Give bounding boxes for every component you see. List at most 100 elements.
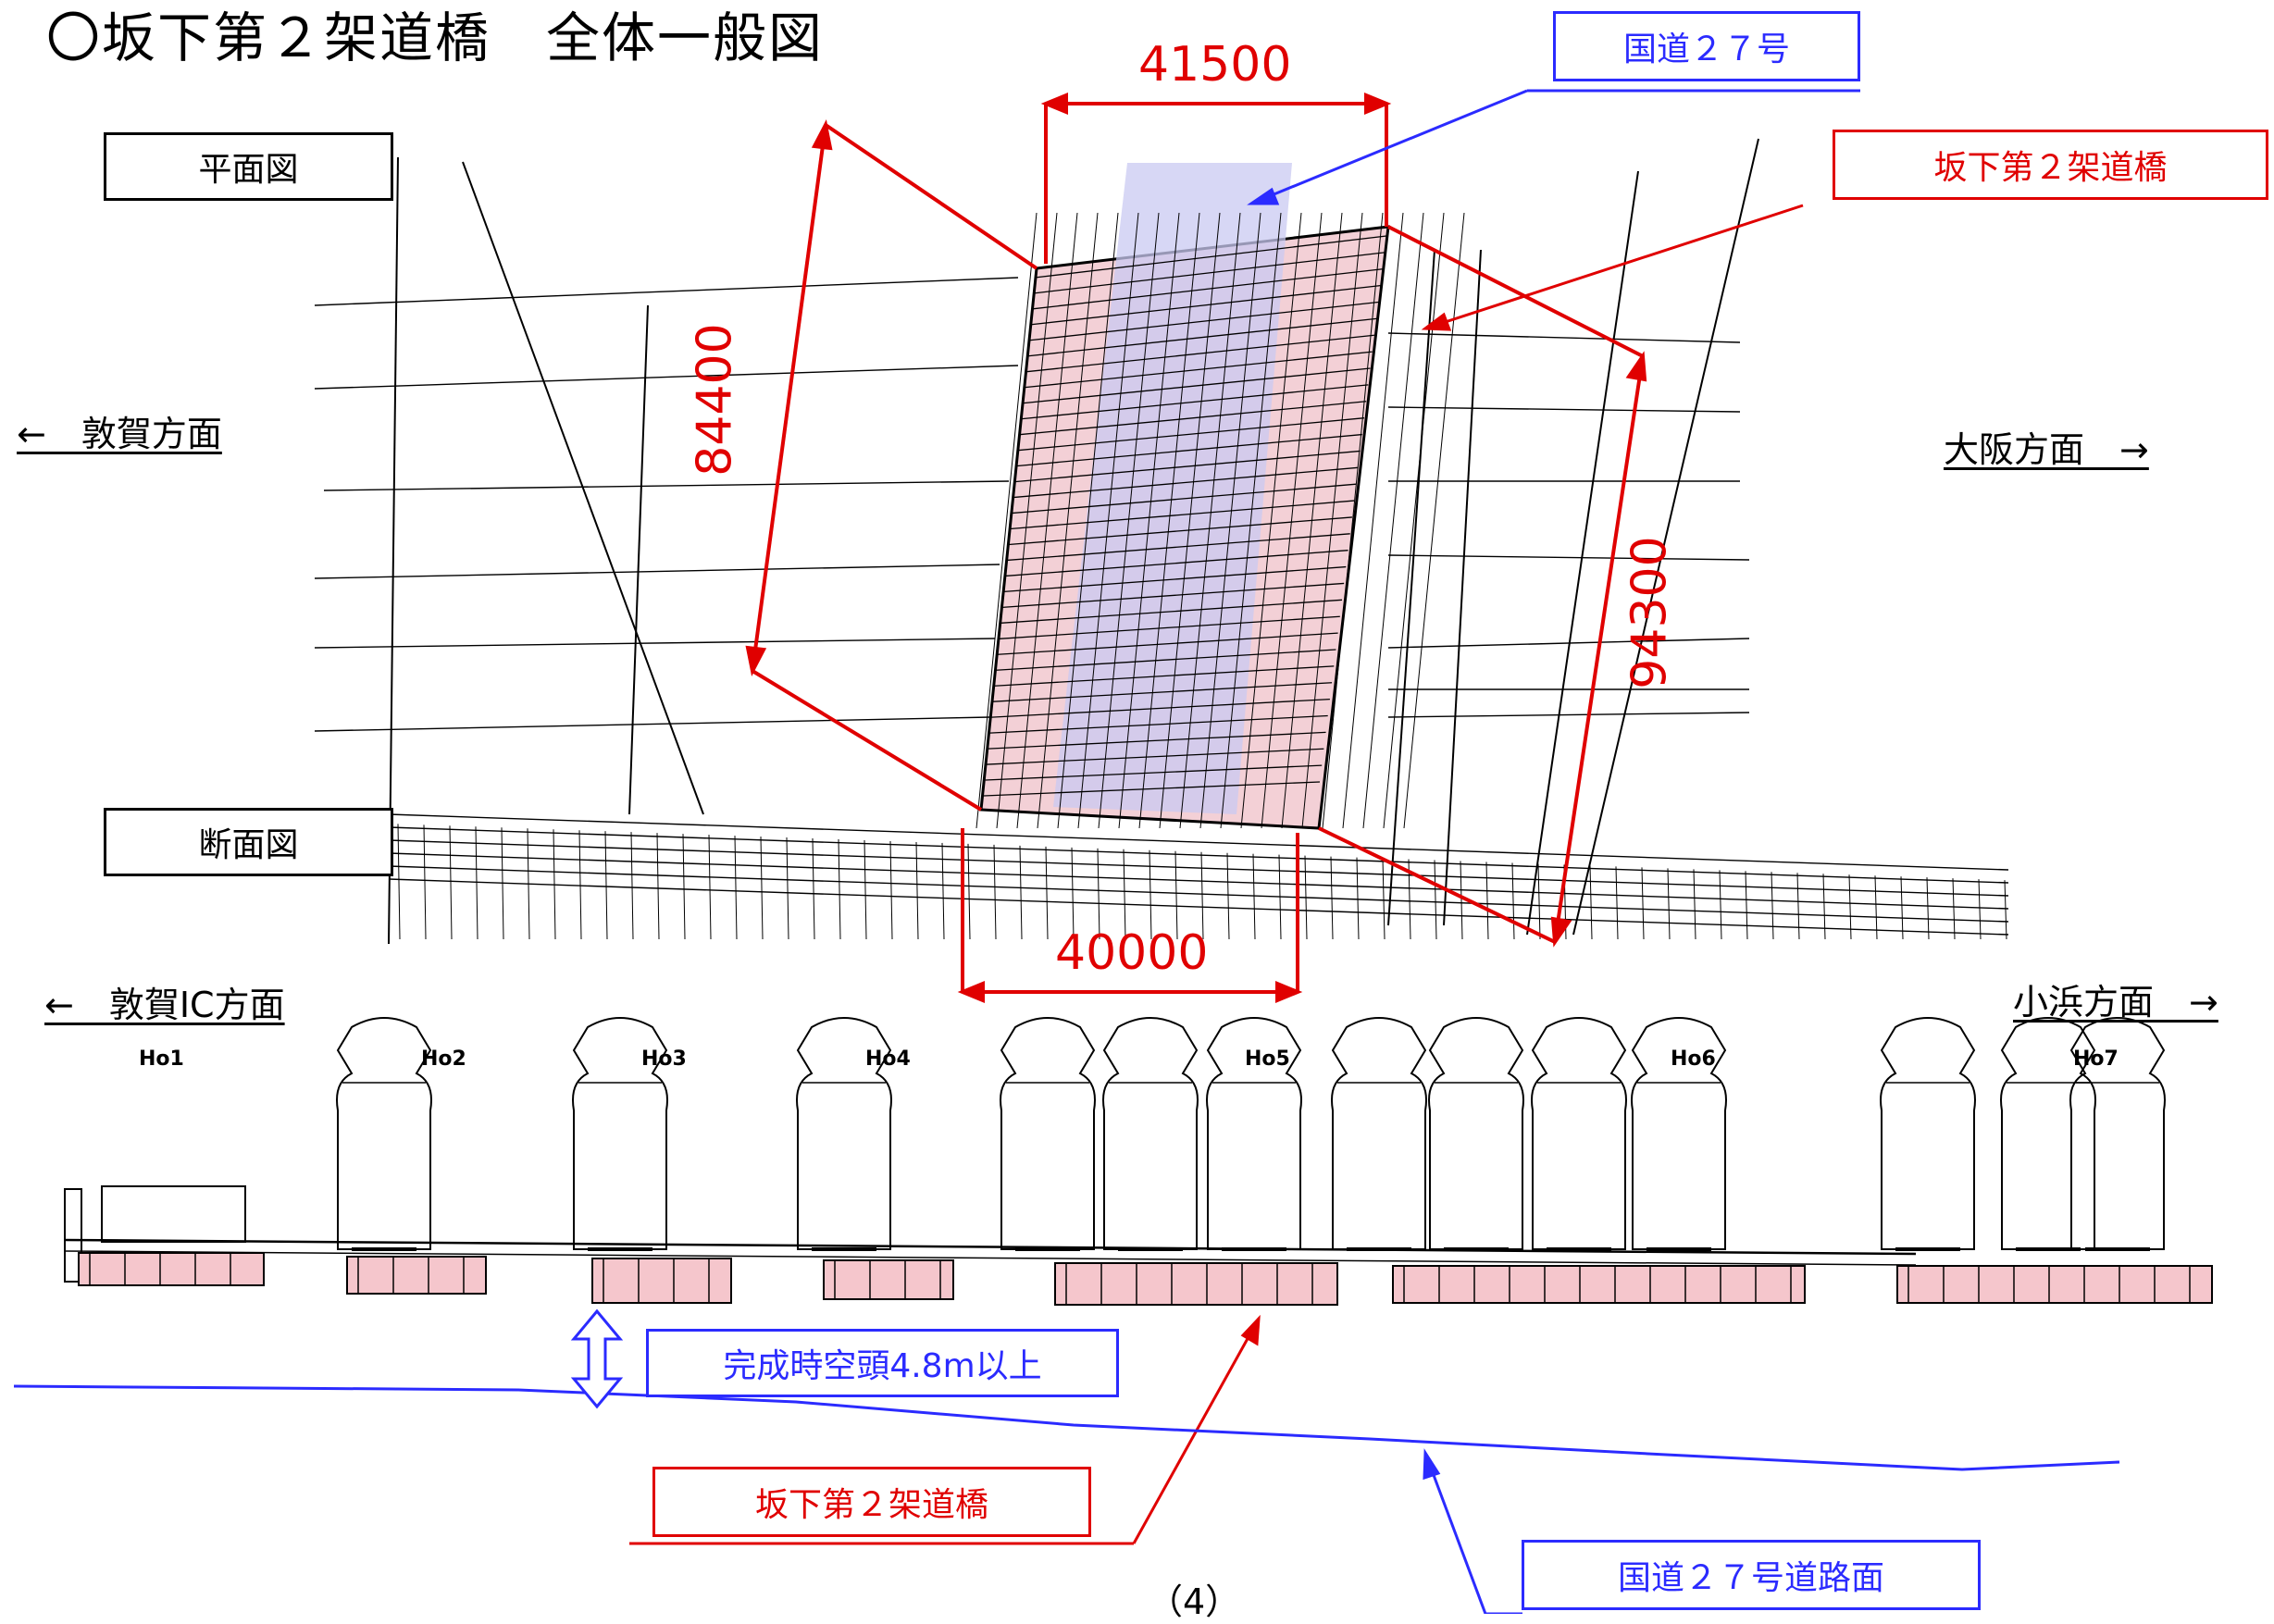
tie-line (1822, 874, 1826, 940)
plan-line (314, 716, 991, 732)
direction-plan-left: ← 敦賀方面 (17, 405, 222, 456)
tie-line (734, 836, 738, 940)
tie-line (915, 841, 919, 940)
train-car-profile (1000, 1017, 1096, 1250)
tie-line (1019, 845, 1023, 940)
tie-line (475, 826, 478, 940)
plan-line (1387, 712, 1750, 718)
girder-block (1896, 1265, 2213, 1304)
longitudinal-line (1322, 212, 1384, 829)
tie-line (1304, 855, 1308, 940)
tie-line (553, 829, 556, 940)
longitudinal-line (1220, 212, 1282, 829)
route27-surface-callout: 国道２７号道路面 (1522, 1540, 1981, 1610)
tie-line (1434, 860, 1437, 940)
clearance-double-arrow (570, 1308, 624, 1409)
track-label-ho6: Ho6 (1671, 1048, 1716, 1071)
road-surface-profile (13, 1384, 2120, 1471)
longitudinal-line (996, 212, 1058, 829)
track-label-ho3: Ho3 (641, 1048, 687, 1071)
tie-line (786, 837, 789, 940)
tie-line (1667, 868, 1671, 940)
bridge-plan-leader (1421, 204, 1804, 331)
longitudinal-line (1057, 212, 1119, 829)
track-line (1017, 417, 1365, 452)
section-deck-line (64, 1250, 1917, 1266)
tie-line (1771, 872, 1774, 940)
tie-line (1978, 879, 1982, 940)
track-line (1020, 384, 1369, 420)
direction-section-right: 小浜方面 → (2013, 973, 2218, 1024)
girder-block (346, 1256, 487, 1295)
track-line (1029, 284, 1381, 326)
tie-line (1719, 870, 1722, 940)
tie-line (1900, 876, 1904, 940)
tie-line (1252, 853, 1256, 940)
track-line (1034, 235, 1387, 279)
tie-line (604, 831, 608, 940)
track-line (983, 781, 1321, 797)
track-line (1028, 301, 1379, 341)
longitudinal-line (1403, 212, 1465, 829)
bridge-section-callout-text: 坂下第２架道橋 (754, 1486, 988, 1524)
train-car-profile (1631, 1017, 1727, 1250)
tie-line (708, 835, 712, 940)
track-line (988, 731, 1326, 750)
tie-line (1796, 873, 1800, 940)
track-line (1019, 401, 1367, 436)
track-line (1025, 334, 1374, 373)
longitudinal-line (1240, 212, 1302, 829)
route27-leader (1247, 89, 1860, 205)
train-car-profile (2000, 1017, 2096, 1250)
tie-line (1693, 869, 1696, 940)
tie-line (1278, 854, 1282, 940)
tie-line (1149, 849, 1152, 940)
track-label-ho5: Ho5 (1245, 1048, 1290, 1071)
track-line (989, 714, 1328, 734)
lower-track-line (388, 878, 2009, 936)
abutment-left (64, 1188, 82, 1283)
tie-line (812, 838, 815, 940)
track-line (1026, 317, 1377, 357)
girder-block (823, 1259, 954, 1300)
tie-line (656, 833, 660, 940)
plan-line (314, 277, 1019, 306)
tie-line (1745, 871, 1748, 940)
direction-plan-right-text: 大阪方面 → (1944, 429, 2149, 470)
longitudinal-line (1301, 212, 1363, 829)
tie-line (1485, 862, 1489, 940)
longitudinal-line (1179, 212, 1241, 829)
longitudinal-line (1261, 212, 1323, 829)
bridge-section-callout: 坂下第２架道橋 (652, 1467, 1091, 1537)
girder-block (1392, 1265, 1806, 1304)
route27-surface-callout-text: 国道２７号道路面 (1617, 1559, 1884, 1597)
longitudinal-line (1098, 212, 1160, 829)
plan-line (314, 638, 996, 649)
longitudinal-line (1281, 212, 1343, 829)
train-car-profile (1531, 1017, 1627, 1250)
train-car-profile (796, 1017, 892, 1250)
plan-line (1443, 249, 1482, 926)
train-car-profile (1102, 1017, 1199, 1250)
plan-line (1526, 170, 1639, 936)
girder-block (1054, 1262, 1338, 1306)
plan-line (1387, 406, 1741, 413)
tie-line (993, 844, 997, 940)
tie-line (864, 839, 867, 940)
section-view-label-text: 断面図 (198, 826, 299, 864)
plan-line (462, 161, 704, 815)
tie-line (838, 839, 841, 940)
plan-line (1387, 332, 1741, 343)
longitudinal-line (1077, 212, 1139, 829)
tie-line (630, 832, 634, 940)
dimension-bottom-width: 40000 (1055, 925, 1209, 981)
direction-section-left-text: ← 敦賀IC方面 (44, 985, 285, 1025)
lower-track-line (388, 826, 2009, 884)
direction-plan-right: 大阪方面 → (1944, 421, 2149, 472)
longitudinal-line (1199, 212, 1261, 829)
tie-line (527, 828, 530, 940)
tie-line (501, 827, 504, 940)
tie-line (1174, 850, 1178, 940)
tie-line (423, 824, 427, 940)
